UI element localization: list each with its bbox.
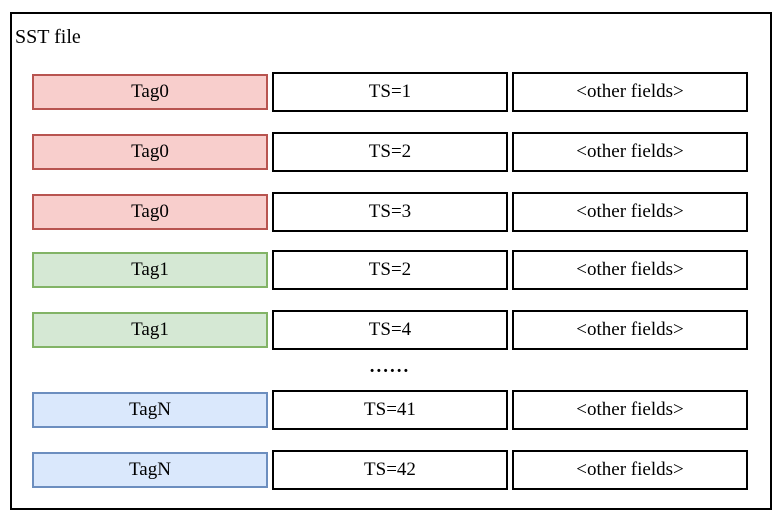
tag-cell: Tag1: [32, 252, 268, 288]
ellipsis-text: ......: [369, 356, 411, 377]
timestamp-cell: TS=42: [272, 450, 508, 490]
record-row: TagN TS=41 <other fields>: [12, 390, 770, 430]
other-fields-cell: <other fields>: [512, 72, 748, 112]
other-fields-cell: <other fields>: [512, 250, 748, 290]
tag-cell: Tag0: [32, 134, 268, 170]
diagram-title: SST file: [15, 26, 81, 48]
sst-file-container: SST file Tag0 TS=1 <other fields> Tag0 T…: [10, 12, 772, 510]
other-fields-cell: <other fields>: [512, 132, 748, 172]
record-row: Tag0 TS=2 <other fields>: [12, 132, 770, 172]
other-fields-cell: <other fields>: [512, 390, 748, 430]
timestamp-cell: TS=3: [272, 192, 508, 232]
tag-cell: Tag0: [32, 74, 268, 110]
tag-cell: TagN: [32, 452, 268, 488]
record-row: Tag0 TS=3 <other fields>: [12, 192, 770, 232]
timestamp-cell: TS=2: [272, 250, 508, 290]
tag-cell: Tag1: [32, 312, 268, 348]
timestamp-cell: TS=4: [272, 310, 508, 350]
record-row: Tag0 TS=1 <other fields>: [12, 72, 770, 112]
tag-cell: TagN: [32, 392, 268, 428]
record-row: Tag1 TS=4 <other fields>: [12, 310, 770, 350]
timestamp-cell: TS=2: [272, 132, 508, 172]
other-fields-cell: <other fields>: [512, 192, 748, 232]
record-row: TagN TS=42 <other fields>: [12, 450, 770, 490]
other-fields-cell: <other fields>: [512, 310, 748, 350]
timestamp-cell: TS=41: [272, 390, 508, 430]
timestamp-cell: TS=1: [272, 72, 508, 112]
tag-cell: Tag0: [32, 194, 268, 230]
other-fields-cell: <other fields>: [512, 450, 748, 490]
record-row: Tag1 TS=2 <other fields>: [12, 250, 770, 290]
